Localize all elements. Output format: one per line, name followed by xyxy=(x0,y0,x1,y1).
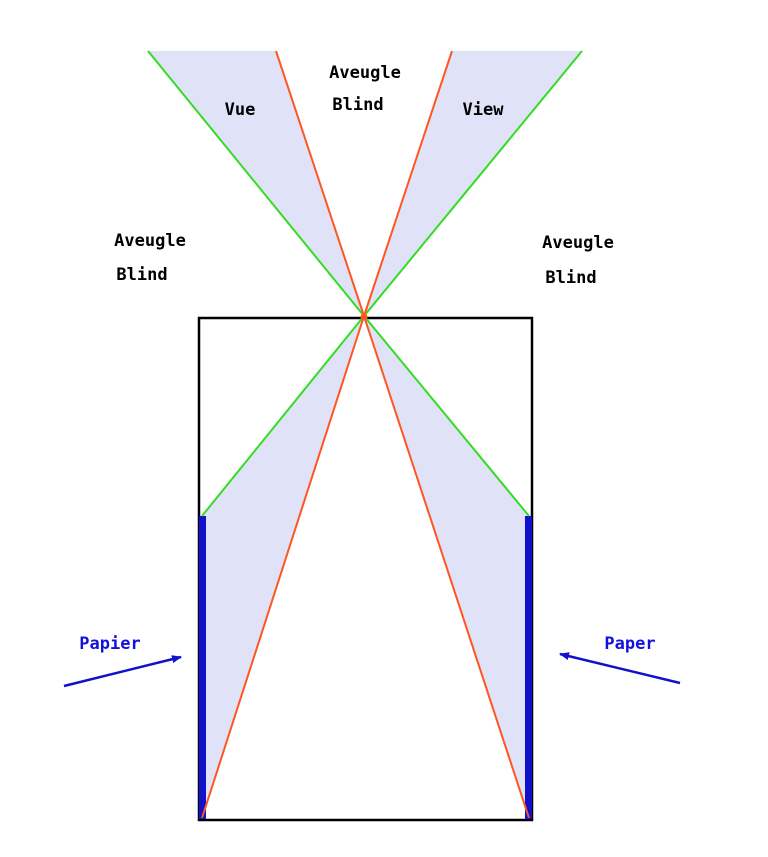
orange-ray-upper-left xyxy=(275,50,365,317)
label-view: View xyxy=(463,100,505,120)
arrow-right xyxy=(559,652,681,685)
orange-ray-upper-right xyxy=(363,50,453,317)
label-left-aveugle: Aveugle xyxy=(114,231,186,251)
label-papier: Papier xyxy=(79,634,140,654)
label-paper: Paper xyxy=(604,634,655,654)
green-ray-upper-left xyxy=(147,50,365,317)
orange-ray-lower-left xyxy=(201,315,365,819)
paper-strip-right xyxy=(525,516,532,819)
paper-strip-left xyxy=(199,516,206,819)
green-ray-lower-right xyxy=(363,315,530,517)
green-ray-upper-right xyxy=(363,50,583,317)
label-left-blind: Blind xyxy=(116,265,167,285)
pinhole-point xyxy=(360,313,368,321)
label-vue: Vue xyxy=(225,100,256,120)
orange-ray-lower-right xyxy=(363,315,530,819)
label-top-center-blind: Blind xyxy=(332,95,383,115)
label-right-aveugle: Aveugle xyxy=(542,233,614,253)
label-right-blind: Blind xyxy=(545,268,596,288)
arrow-left xyxy=(63,655,182,688)
label-top-center-aveugle: Aveugle xyxy=(329,63,401,83)
green-ray-lower-left xyxy=(201,315,365,517)
